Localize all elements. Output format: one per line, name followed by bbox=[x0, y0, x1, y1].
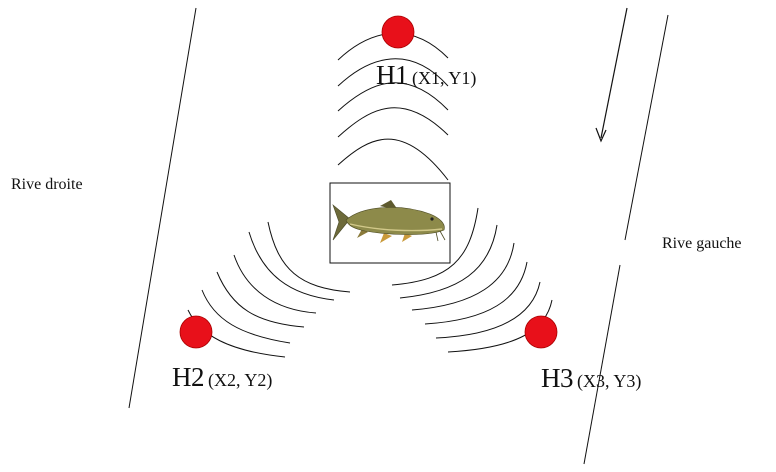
left-bank-line-lower bbox=[583, 264, 621, 465]
hydrophone-h3-label: H3 (X3, Y3) bbox=[541, 363, 641, 394]
hydrophone-h2-coords: (X2, Y2) bbox=[208, 370, 273, 390]
hydrophone-h3-coords: (X3, Y3) bbox=[577, 371, 642, 391]
hydrophone-h1-label: H1 (X1, Y1) bbox=[376, 60, 476, 91]
hydrophone-h3-name: H3 bbox=[541, 363, 574, 393]
hydrophone-h2-marker bbox=[179, 315, 213, 349]
flow-arrow-icon bbox=[595, 7, 628, 143]
right-bank-line bbox=[128, 7, 197, 409]
hydrophone-h1-coords: (X1, Y1) bbox=[412, 68, 477, 88]
hydrophone-h2-label: H2 (X2, Y2) bbox=[172, 362, 272, 393]
left-bank-line-upper bbox=[624, 14, 669, 241]
hydrophone-h1-name: H1 bbox=[376, 60, 409, 90]
hydrophone-h1-marker bbox=[381, 15, 415, 49]
right-bank-label: Rive droite bbox=[11, 176, 83, 193]
hydrophone-h3-marker bbox=[524, 315, 558, 349]
left-bank-label: Rive gauche bbox=[662, 235, 742, 252]
fish-icon bbox=[332, 200, 446, 243]
h1-signal-waves bbox=[337, 32, 449, 181]
h2-signal-waves bbox=[187, 221, 351, 358]
hydrophone-h2-name: H2 bbox=[172, 362, 205, 392]
h3-signal-waves bbox=[391, 207, 553, 353]
fish-image bbox=[329, 182, 451, 264]
